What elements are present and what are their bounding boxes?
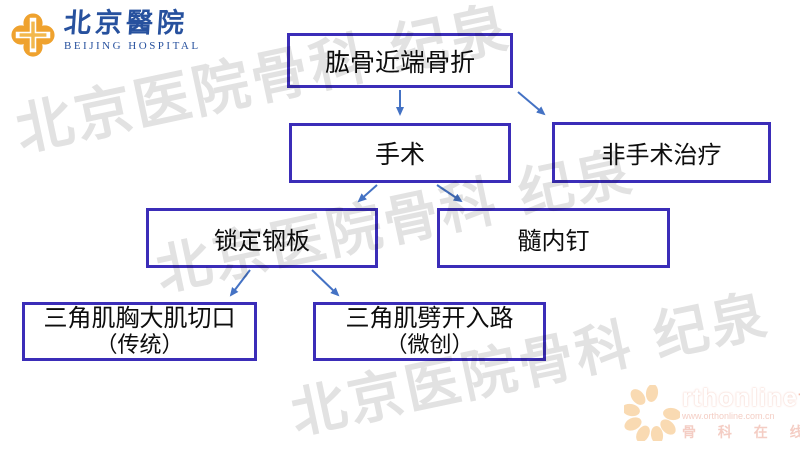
orthonline-brand-text: rthonline — [682, 383, 798, 412]
node-sublabel: （传统） — [95, 332, 184, 357]
beijing-hospital-logo-text: 北京醫院 BEIJING HOSPITAL — [62, 8, 201, 52]
hospital-name-cn: 北京醫院 — [62, 8, 190, 38]
node-label: 肱骨近端骨折 — [324, 48, 475, 77]
node-label: 手术 — [374, 141, 425, 169]
orthonline-url: www.orthonline.com.cn — [682, 410, 775, 421]
orthonline-logo: rthonline+ www.orthonline.com.cn 骨 科 在 线 — [624, 382, 800, 444]
beijing-hospital-logo: 北京醫院 BEIJING HOSPITAL — [10, 8, 201, 58]
node-label: 锁定钢板 — [214, 227, 310, 255]
node-deltopectoral-approach: 三角肌胸大肌切口 （传统） — [22, 302, 257, 361]
node-sublabel: （微创） — [385, 332, 474, 357]
node-label: 三角肌胸大肌切口 — [43, 305, 236, 332]
node-label: 髓内钉 — [517, 227, 590, 255]
node-label: 非手术治疗 — [601, 142, 722, 169]
orthonline-caption-cn: 骨 科 在 线 — [682, 423, 800, 440]
plus-icon: + — [798, 386, 800, 403]
node-intramedullary-nail: 髓内钉 — [437, 208, 670, 268]
node-proximal-humerus-fracture: 肱骨近端骨折 — [287, 33, 513, 88]
arrow-surgery-to-nail — [436, 184, 463, 203]
node-deltoid-split-approach: 三角肌劈开入路 （微创） — [313, 302, 546, 361]
node-locking-plate: 锁定钢板 — [146, 208, 378, 268]
arrow-root-to-nonsurgical — [517, 91, 546, 116]
petal-ring-icon — [624, 385, 680, 441]
arrow-surgery-to-plate — [357, 184, 378, 203]
arrow-plate-to-deltopectoral — [229, 269, 251, 297]
node-non-surgical-treatment: 非手术治疗 — [552, 122, 771, 183]
beijing-hospital-knot-icon — [11, 13, 55, 57]
arrow-plate-to-deltoidsplit — [311, 269, 340, 297]
orthonline-logo-text: rthonline+ www.orthonline.com.cn 骨 科 在 线 — [682, 383, 800, 441]
node-label: 三角肌劈开入路 — [345, 305, 514, 332]
node-surgery: 手术 — [289, 123, 511, 183]
hospital-name-en: BEIJING HOSPITAL — [64, 40, 201, 52]
